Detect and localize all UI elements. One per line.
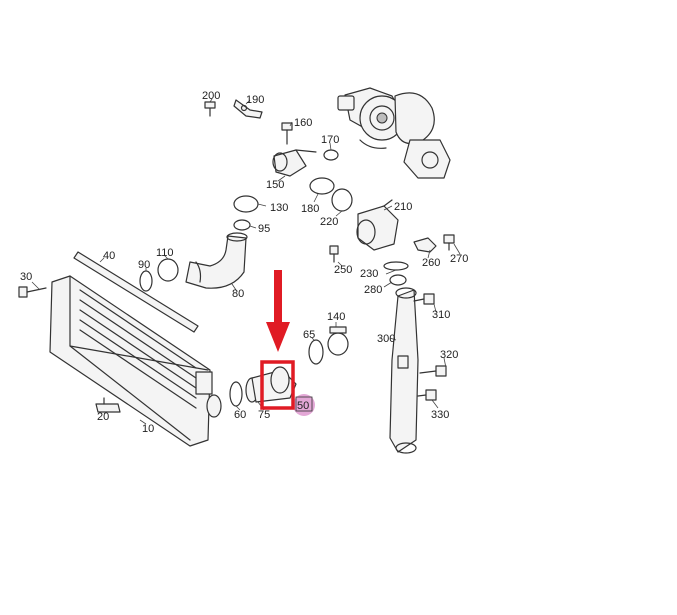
label-220: 220 xyxy=(320,216,338,228)
label-280: 280 xyxy=(364,284,382,296)
label-50-box xyxy=(295,396,313,412)
part-110-clamp xyxy=(157,258,179,282)
part-95-ring xyxy=(233,219,251,231)
highlight-box xyxy=(260,360,295,410)
label-80: 80 xyxy=(232,288,244,300)
part-75-hose xyxy=(245,366,297,403)
label-50: 50 xyxy=(297,400,309,412)
highlight-arrow xyxy=(266,270,290,352)
part-260-clip xyxy=(413,237,437,253)
label-310: 310 xyxy=(432,309,450,321)
label-30: 30 xyxy=(20,271,32,283)
label-270: 270 xyxy=(450,253,468,265)
part-60-ring xyxy=(229,381,243,407)
label-10: 10 xyxy=(142,423,154,435)
part-10-intercooler xyxy=(49,275,222,447)
label-200: 200 xyxy=(202,90,220,102)
part-220-ring xyxy=(331,188,353,212)
label-250: 250 xyxy=(334,264,352,276)
part-65-ring xyxy=(308,339,324,365)
part-300-pipe xyxy=(389,287,419,454)
part-170-ring xyxy=(323,149,339,161)
part-180-clamp xyxy=(309,177,335,195)
label-300: 300 xyxy=(377,333,395,345)
label-140: 140 xyxy=(327,311,345,323)
part-200-bolt xyxy=(204,101,216,117)
label-20: 20 xyxy=(97,411,109,423)
highlight-group: 50 xyxy=(260,270,315,416)
label-210: 210 xyxy=(394,201,412,213)
label-160: 160 xyxy=(294,117,312,129)
part-140-clamp xyxy=(327,326,349,356)
part-210-throttle xyxy=(356,199,399,251)
label-95: 95 xyxy=(258,223,270,235)
part-310-bolt xyxy=(413,293,435,305)
label-190: 190 xyxy=(246,94,264,106)
part-160-bolt xyxy=(281,122,293,145)
part-20-bracket xyxy=(95,397,121,413)
label-110: 110 xyxy=(156,247,174,259)
part-80-hose xyxy=(185,232,248,289)
label-180: 180 xyxy=(301,203,319,215)
label-40: 40 xyxy=(103,250,115,262)
label-130: 130 xyxy=(270,202,288,214)
label-90: 90 xyxy=(138,259,150,271)
label-230: 230 xyxy=(360,268,378,280)
part-320-bolt xyxy=(419,365,447,377)
label-60: 60 xyxy=(234,409,246,421)
part-250-bolt xyxy=(329,245,339,263)
turbocharger-drawing xyxy=(337,87,451,179)
label-330: 330 xyxy=(431,409,449,421)
highlight-badge xyxy=(293,394,315,416)
label-260: 260 xyxy=(422,257,440,269)
label-65: 65 xyxy=(303,329,315,341)
part-90-ring xyxy=(139,270,153,292)
label-150: 150 xyxy=(266,179,284,191)
label-75: 75 xyxy=(258,409,270,421)
part-230-gasket xyxy=(383,261,409,271)
part-270-bolt xyxy=(443,234,455,251)
part-190-bracket xyxy=(233,99,263,119)
label-170: 170 xyxy=(321,134,339,146)
part-labels: 200 190 160 170 150 180 130 220 210 95 1… xyxy=(20,90,468,435)
part-130-clamp xyxy=(233,195,259,213)
part-330-bolt xyxy=(417,389,437,401)
part-150-pipe xyxy=(272,149,317,177)
part-40-strip xyxy=(73,251,199,333)
part-280-ring xyxy=(389,274,407,286)
label-320: 320 xyxy=(440,349,458,361)
part-30-bolt xyxy=(18,286,47,298)
